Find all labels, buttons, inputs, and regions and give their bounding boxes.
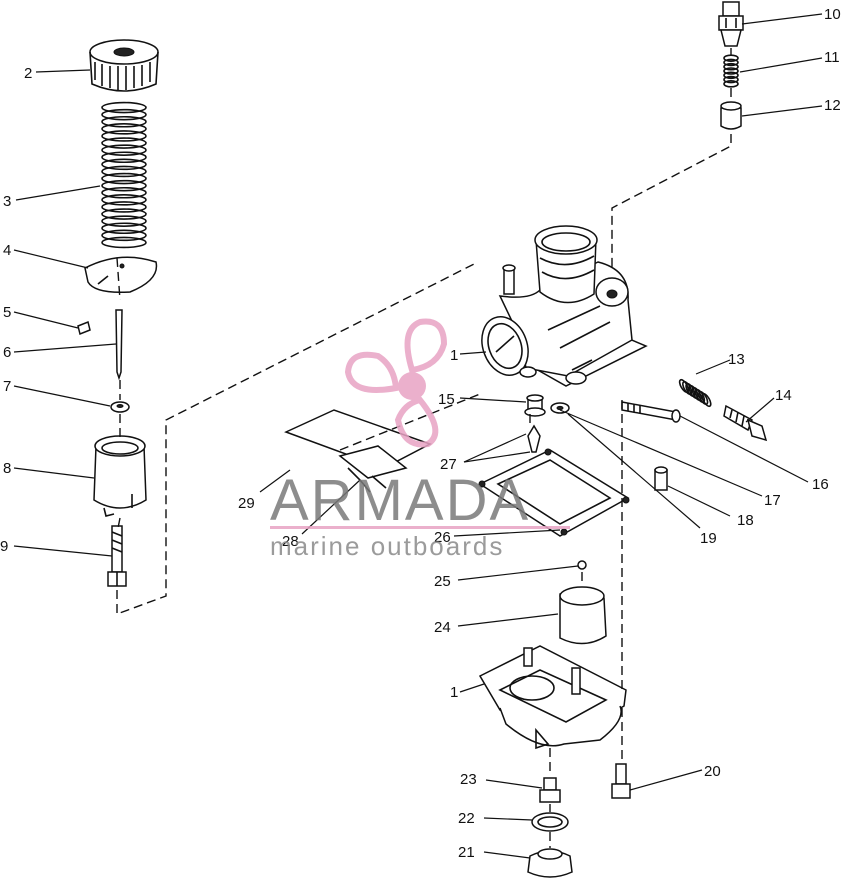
part-25-ball [577,560,587,570]
part-11-spring [723,54,739,88]
part-24-float [559,586,607,645]
spring-coil [723,80,739,88]
spring-coil [101,194,147,206]
callout-24: 24 [434,619,451,636]
spring-coil [101,137,147,149]
watermark-brand: ARMADA [270,468,530,533]
callout-1-lower: 1 [450,684,458,701]
callout-4: 4 [3,242,11,259]
callout-28: 28 [282,533,299,550]
leader-lines [13,13,823,859]
spring-coil [101,158,147,171]
callout-11: 11 [824,49,840,66]
propeller-logo-icon [344,318,448,448]
spring-coil [101,101,147,114]
callout-labels: 2 3 4 5 6 7 8 9 10 11 12 13 14 1 15 16 1… [0,6,841,861]
watermark-divider [270,526,570,529]
spring-coil [101,201,147,213]
part-10-fitting [718,1,744,47]
callout-16: 16 [812,476,829,493]
part-2-cap [89,39,159,92]
callout-23: 23 [460,771,477,788]
spring-coil [101,123,147,135]
spring-coil [101,108,147,121]
part-8-throttle-valve [93,435,147,517]
part-9-screw [107,525,127,587]
callout-21: 21 [458,844,475,861]
callout-6: 6 [3,344,11,361]
callout-8: 8 [3,460,11,477]
spring-coil [101,130,147,142]
callout-2: 2 [24,65,32,82]
spring-coil [723,58,739,67]
part-23-drain-screw [539,777,561,803]
part-3-spring [101,101,147,249]
part-15-jet [524,394,546,417]
float-bowl [478,645,627,750]
callout-15: 15 [438,391,455,408]
part-26-gasket [478,448,630,537]
callout-18: 18 [737,512,754,529]
callout-3: 3 [3,193,11,210]
spring-coil [723,75,739,84]
callout-1-upper: 1 [450,347,458,364]
spring-coil [101,236,147,249]
callout-20: 20 [704,763,721,780]
spring-coil [101,151,147,164]
callout-29: 29 [238,495,255,512]
spring-coil [101,144,147,156]
part-13-spring [678,378,712,408]
callout-10: 10 [824,6,841,23]
part-6-needle [115,309,123,381]
spring-coil [101,179,147,192]
callout-19: 19 [700,530,717,547]
callout-9: 9 [0,538,8,555]
carburetor-body [481,225,648,387]
callout-25: 25 [434,573,451,590]
part-4-plate [84,256,158,294]
callout-22: 22 [458,810,475,827]
part-14-screw [723,404,768,442]
part-12-plunger [720,101,742,130]
spring-coil [101,172,147,185]
part-5-clip [77,320,91,336]
callout-26: 26 [434,529,451,546]
callout-7: 7 [3,378,11,395]
spring-coil [101,165,147,178]
watermark: ARMADA marine outboards [270,318,570,561]
callout-12: 12 [824,97,841,114]
part-7-washer [110,401,130,413]
spring-coil [698,390,709,406]
spring-coil [723,62,739,71]
spring-coil [101,229,147,242]
part-20-screw [611,763,631,799]
spring-coil [723,67,739,75]
callout-5: 5 [3,304,11,321]
part-21-plug [527,848,573,878]
spring-coil [101,115,147,128]
spring-coil [701,392,712,408]
spring-coil [101,208,147,220]
callout-13: 13 [728,351,745,368]
callout-17: 17 [764,492,781,509]
callout-14: 14 [775,387,792,404]
part-16-screw [621,401,681,423]
callout-27: 27 [440,456,457,473]
spring-coil [723,71,739,80]
spring-coil [101,186,147,199]
part-27-needle-jet [527,424,541,453]
part-19-washer [550,402,570,414]
spring-coil [101,222,147,235]
watermark-tagline: marine outboards [270,531,504,561]
part-18-plug [654,466,668,491]
part-22-o-ring [531,812,569,832]
spring-coil [101,215,147,227]
